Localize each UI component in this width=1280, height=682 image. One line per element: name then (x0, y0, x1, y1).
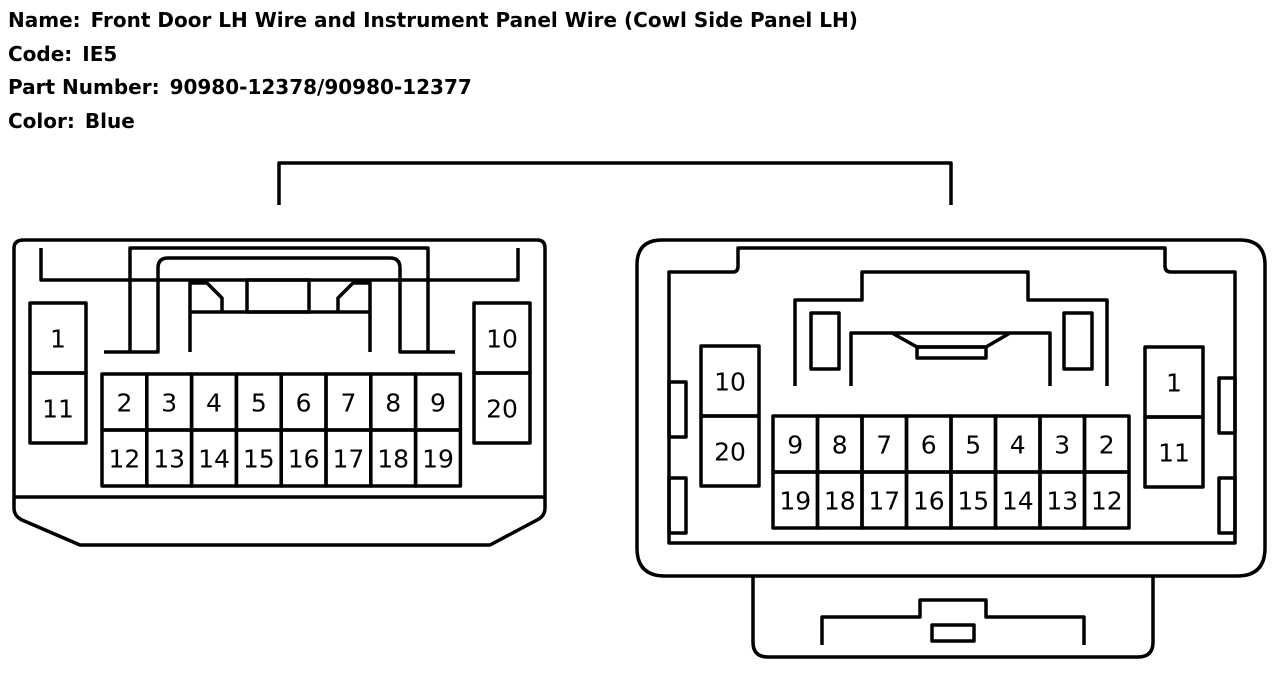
left-latch-slot (104, 256, 455, 354)
pin-number: 10 (714, 368, 746, 397)
pin-number: 2 (116, 389, 132, 418)
part-number-line: Part Number: 90980-12378/90980-12377 (8, 71, 858, 105)
name-line: Name: Front Door LH Wire and Instrument P… (8, 4, 858, 38)
code-label: Code: (8, 41, 73, 66)
pin-number: 12 (1091, 487, 1123, 516)
pin-number: 2 (1099, 431, 1115, 460)
pin-number: 1 (50, 325, 66, 354)
pin-number: 20 (486, 395, 518, 424)
code-line: Code: IE5 (8, 38, 858, 72)
pin-number: 20 (714, 438, 746, 467)
left-connector-left-block: 111 (28, 301, 88, 445)
right-bottom-lock (751, 576, 1155, 659)
pin-number: 19 (779, 487, 811, 516)
pin-number: 6 (296, 389, 312, 418)
color-value: Blue (84, 108, 135, 133)
right-housing-inner (667, 246, 1237, 545)
pin-cavity (413, 428, 463, 488)
right-side-key-left-top (667, 380, 688, 439)
pin-number: 4 (206, 389, 222, 418)
pin-number: 11 (1158, 439, 1190, 468)
pin-cavity (699, 414, 761, 488)
pin-number: 17 (868, 487, 900, 516)
right-lock-notch (891, 331, 1011, 349)
pin-number: 14 (1002, 487, 1034, 516)
right-bottom-lock-pin (930, 623, 976, 643)
pin-number: 8 (832, 431, 848, 460)
pin-number: 12 (108, 445, 140, 474)
pin-cavity (28, 371, 88, 445)
left-lock-tab (188, 310, 372, 352)
left-lock-center (245, 278, 311, 314)
left-lock-ramp-left (188, 281, 224, 312)
left-latch-frame (128, 246, 430, 352)
right-latch-frame (793, 270, 1109, 386)
left-housing-outline (12, 238, 547, 547)
pin-cavity (1082, 470, 1131, 530)
right-connector-right-block: 111 (1143, 345, 1205, 489)
pin-number: 7 (876, 431, 892, 460)
pin-number: 14 (198, 445, 230, 474)
pin-number: 16 (913, 487, 945, 516)
name-value: Front Door LH Wire and Instrument Panel … (90, 8, 858, 32)
right-lock-tab (849, 331, 1052, 386)
left-connector (12, 238, 547, 547)
left-connector-right-block: 10 20 (472, 301, 532, 445)
code-value: IE5 (82, 41, 118, 66)
pin-number: 9 (787, 431, 803, 460)
pin-number: 18 (824, 487, 856, 516)
right-connector-left-block: 10 20 (699, 344, 761, 488)
pin-number: 3 (1054, 431, 1070, 460)
left-housing-top-frame (39, 248, 520, 282)
color-label: Color: (8, 108, 75, 133)
view-bracket (277, 161, 953, 205)
connector-info: Name: Front Door LH Wire and Instrument P… (8, 4, 858, 138)
pin-cavity (472, 371, 532, 445)
right-side-key-right-top (1217, 376, 1237, 435)
left-lock-ramp-right (336, 281, 372, 312)
pin-number: 5 (251, 389, 267, 418)
color-line: Color: Blue (8, 105, 858, 139)
right-lock-center (915, 345, 988, 360)
pin-number: 7 (340, 389, 356, 418)
pin-number: 11 (42, 395, 74, 424)
pin-number: 1 (1166, 369, 1182, 398)
pin-number: 18 (377, 445, 409, 474)
pin-number: 4 (1010, 431, 1026, 460)
pin-number: 13 (153, 445, 185, 474)
pin-number: 15 (957, 487, 989, 516)
right-side-key-left-bottom (667, 476, 688, 535)
pin-number: 5 (965, 431, 981, 460)
pin-number: 15 (243, 445, 275, 474)
pin-number: 8 (385, 389, 401, 418)
part-number-value: 90980-12378/90980-12377 (169, 75, 472, 99)
pin-number: 6 (921, 431, 937, 460)
pin-number: 10 (486, 325, 518, 354)
pin-number: 17 (332, 445, 364, 474)
name-label: Name: (8, 8, 81, 32)
pin-number: 3 (161, 389, 177, 418)
part-number-label: Part Number: (8, 75, 160, 99)
pin-number: 16 (288, 445, 320, 474)
right-housing-outline (635, 238, 1267, 578)
right-connector (635, 238, 1267, 659)
pin-number: 19 (422, 445, 454, 474)
right-side-key-right-bottom (1217, 476, 1237, 535)
pin-cavity (1143, 415, 1205, 489)
pin-number: 13 (1046, 487, 1078, 516)
right-latch-slot-right (1062, 311, 1094, 371)
pin-number: 9 (430, 389, 446, 418)
right-latch-slot-left (809, 311, 841, 371)
right-bottom-lock-inner (820, 598, 1086, 645)
